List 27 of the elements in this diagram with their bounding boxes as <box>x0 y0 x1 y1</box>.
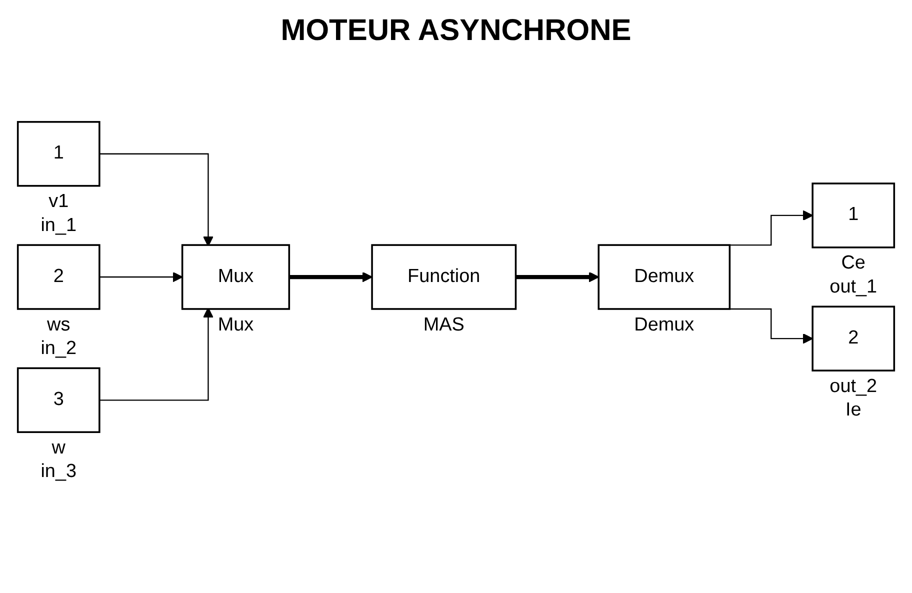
arrow <box>289 272 372 282</box>
node-box: Demux <box>598 244 731 310</box>
arrow <box>516 272 600 282</box>
arrow <box>99 272 183 282</box>
block-caption: MAS <box>423 314 464 336</box>
block-caption: Ce <box>841 252 866 274</box>
block-caption: w <box>52 437 66 458</box>
node-box: 3 <box>16 367 100 434</box>
node-box: 1 <box>16 121 100 187</box>
block-caption: ws <box>47 314 70 336</box>
block-caption: Mux <box>218 314 254 336</box>
block-caption: out_2 <box>830 376 878 397</box>
node-box: 1 <box>812 182 896 248</box>
block-caption: in_2 <box>40 338 77 359</box>
arrow <box>99 153 214 246</box>
node-box: 2 <box>16 244 100 310</box>
node-box: Mux <box>181 244 290 310</box>
block-caption: v1 <box>48 191 69 212</box>
block-caption: out_1 <box>830 276 878 298</box>
block-caption: in_1 <box>40 214 77 236</box>
block-caption: Demux <box>634 314 694 336</box>
node-box: 2 <box>812 306 896 372</box>
node-box: Function <box>371 244 517 310</box>
block-caption: Ie <box>845 400 862 421</box>
block-caption: in_3 <box>40 461 77 482</box>
arrow <box>99 308 214 401</box>
diagram-title: MOTEUR ASYNCHRONE <box>280 14 632 48</box>
